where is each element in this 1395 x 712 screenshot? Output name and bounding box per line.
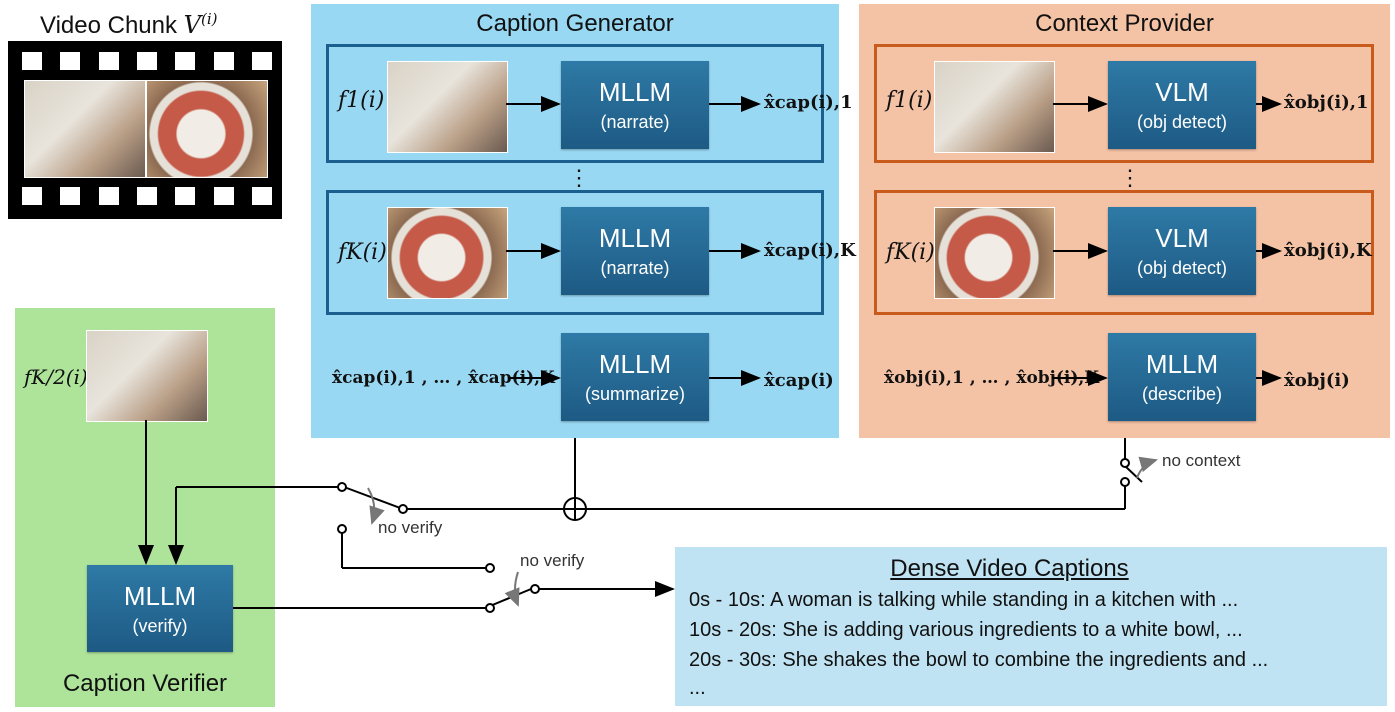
no-verify-label-1: no verify (378, 518, 443, 537)
caption-line-3: 20s - 30s: She shakes the bowl to combin… (689, 649, 1269, 671)
context-row-2-frame (934, 207, 1055, 299)
generator-row-2-model-name: MLLM (598, 223, 672, 253)
context-row-2-model-name: VLM (1155, 223, 1209, 253)
context-row-2-model-task: (obj detect) (1136, 258, 1228, 278)
generator-summary-inputs: x̂cap(i),1 , … , x̂cap(i),K (332, 368, 555, 388)
film-holes-top (22, 52, 272, 70)
switch1-terminal-b (398, 504, 408, 514)
generator-row-1-output: x̂cap(i),1 (764, 92, 853, 113)
verifier-model: MLLM (verify) (87, 565, 233, 652)
generator-row-2-model-task: (narrate) (600, 258, 670, 278)
no-verify-arc-1 (367, 487, 385, 525)
switch2-terminal-c (530, 584, 540, 594)
context-ellipsis: ⋮ (1119, 165, 1141, 190)
generator-row-2-model: MLLM (narrate) (561, 207, 709, 295)
context-summary-model-name: MLLM (1145, 349, 1219, 379)
generator-row-1-model: MLLM (narrate) (561, 61, 709, 149)
no-verify-arc-2 (504, 571, 520, 607)
caption-verifier-title: Caption Verifier (62, 670, 228, 697)
no-context-label: no context (1162, 451, 1241, 470)
caption-line-1: 0s - 10s: A woman is talking while stand… (689, 589, 1239, 611)
generator-row-1 (326, 44, 824, 163)
verifier-frame-label: fK/2(i) (24, 365, 88, 389)
generator-summary-model: MLLM (summarize) (561, 333, 709, 421)
generator-summary-output: x̂cap(i) (764, 370, 834, 391)
context-summary-model: MLLM (describe) (1108, 333, 1256, 421)
context-row-2 (874, 190, 1374, 315)
film-holes-bottom (22, 187, 272, 205)
caption-line-2: 10s - 20s: She is adding various ingredi… (689, 619, 1243, 641)
context-provider-title: Context Provider (1035, 10, 1214, 37)
generator-row-2-output: x̂cap(i),K (764, 240, 856, 261)
context-summary-model-task: (describe) (1141, 384, 1223, 404)
context-row-2-output: x̂obj(i),K (1284, 240, 1372, 261)
dense-captions-title: Dense Video Captions (890, 555, 1129, 582)
ctx-switch-terminal-a (1120, 458, 1130, 468)
no-verify-label-2: no verify (520, 551, 585, 570)
combine-node (563, 497, 587, 521)
context-summary-inputs: x̂obj(i),1 , … , x̂obj(i),K (884, 368, 1100, 388)
dense-captions-panel (675, 547, 1387, 706)
switch1-terminal-c (337, 524, 347, 534)
generator-summary-model-task: (summarize) (584, 384, 685, 404)
context-row-2-frame-label: fK(i) (886, 240, 935, 265)
ctx-switch-blade (1124, 465, 1143, 483)
caption-line-4: ... (689, 677, 706, 699)
context-summary-output: x̂obj(i) (1284, 370, 1350, 391)
context-row-1-frame (934, 61, 1055, 153)
verifier-frame (86, 330, 208, 422)
context-row-1-frame-label: f1(i) (886, 88, 933, 113)
switch1-blade (343, 486, 404, 510)
switch2-terminal-a (485, 563, 495, 573)
switch2-terminal-b (485, 603, 495, 613)
verifier-model-task: (verify) (132, 616, 188, 636)
no-context-arc (1136, 456, 1158, 479)
switch1-terminal-a (337, 482, 347, 492)
verifier-model-name: MLLM (123, 581, 197, 611)
video-chunk-title: Video Chunk V(i) (40, 10, 280, 40)
generator-row-1-model-task: (narrate) (600, 112, 670, 132)
caption-generator-title: Caption Generator (476, 10, 674, 37)
generator-row-2-frame-label: fK(i) (338, 240, 387, 265)
generator-row-2-frame (387, 207, 508, 299)
context-row-1-model-task: (obj detect) (1136, 112, 1228, 132)
context-row-2-model: VLM (obj detect) (1108, 207, 1256, 295)
video-chunk-label: Video Chunk (40, 12, 184, 39)
film-frame-2 (146, 80, 268, 178)
generator-row-1-frame-label: f1(i) (338, 88, 385, 113)
film-frame-1 (24, 80, 146, 178)
context-row-1 (874, 44, 1374, 163)
ctx-switch-terminal-b (1120, 477, 1130, 487)
context-row-1-model: VLM (obj detect) (1108, 61, 1256, 149)
video-chunk-superscript: (i) (201, 10, 218, 28)
generator-row-1-model-name: MLLM (598, 77, 672, 107)
generator-row-2 (326, 190, 824, 315)
video-chunk-symbol: V (183, 11, 202, 39)
generator-row-1-frame (387, 61, 508, 153)
generator-ellipsis: ⋮ (568, 165, 590, 190)
context-row-1-model-name: VLM (1155, 77, 1209, 107)
generator-summary-model-name: MLLM (598, 349, 672, 379)
film-strip (8, 41, 282, 219)
context-row-1-output: x̂obj(i),1 (1284, 92, 1369, 113)
switch2-blade (489, 588, 532, 607)
